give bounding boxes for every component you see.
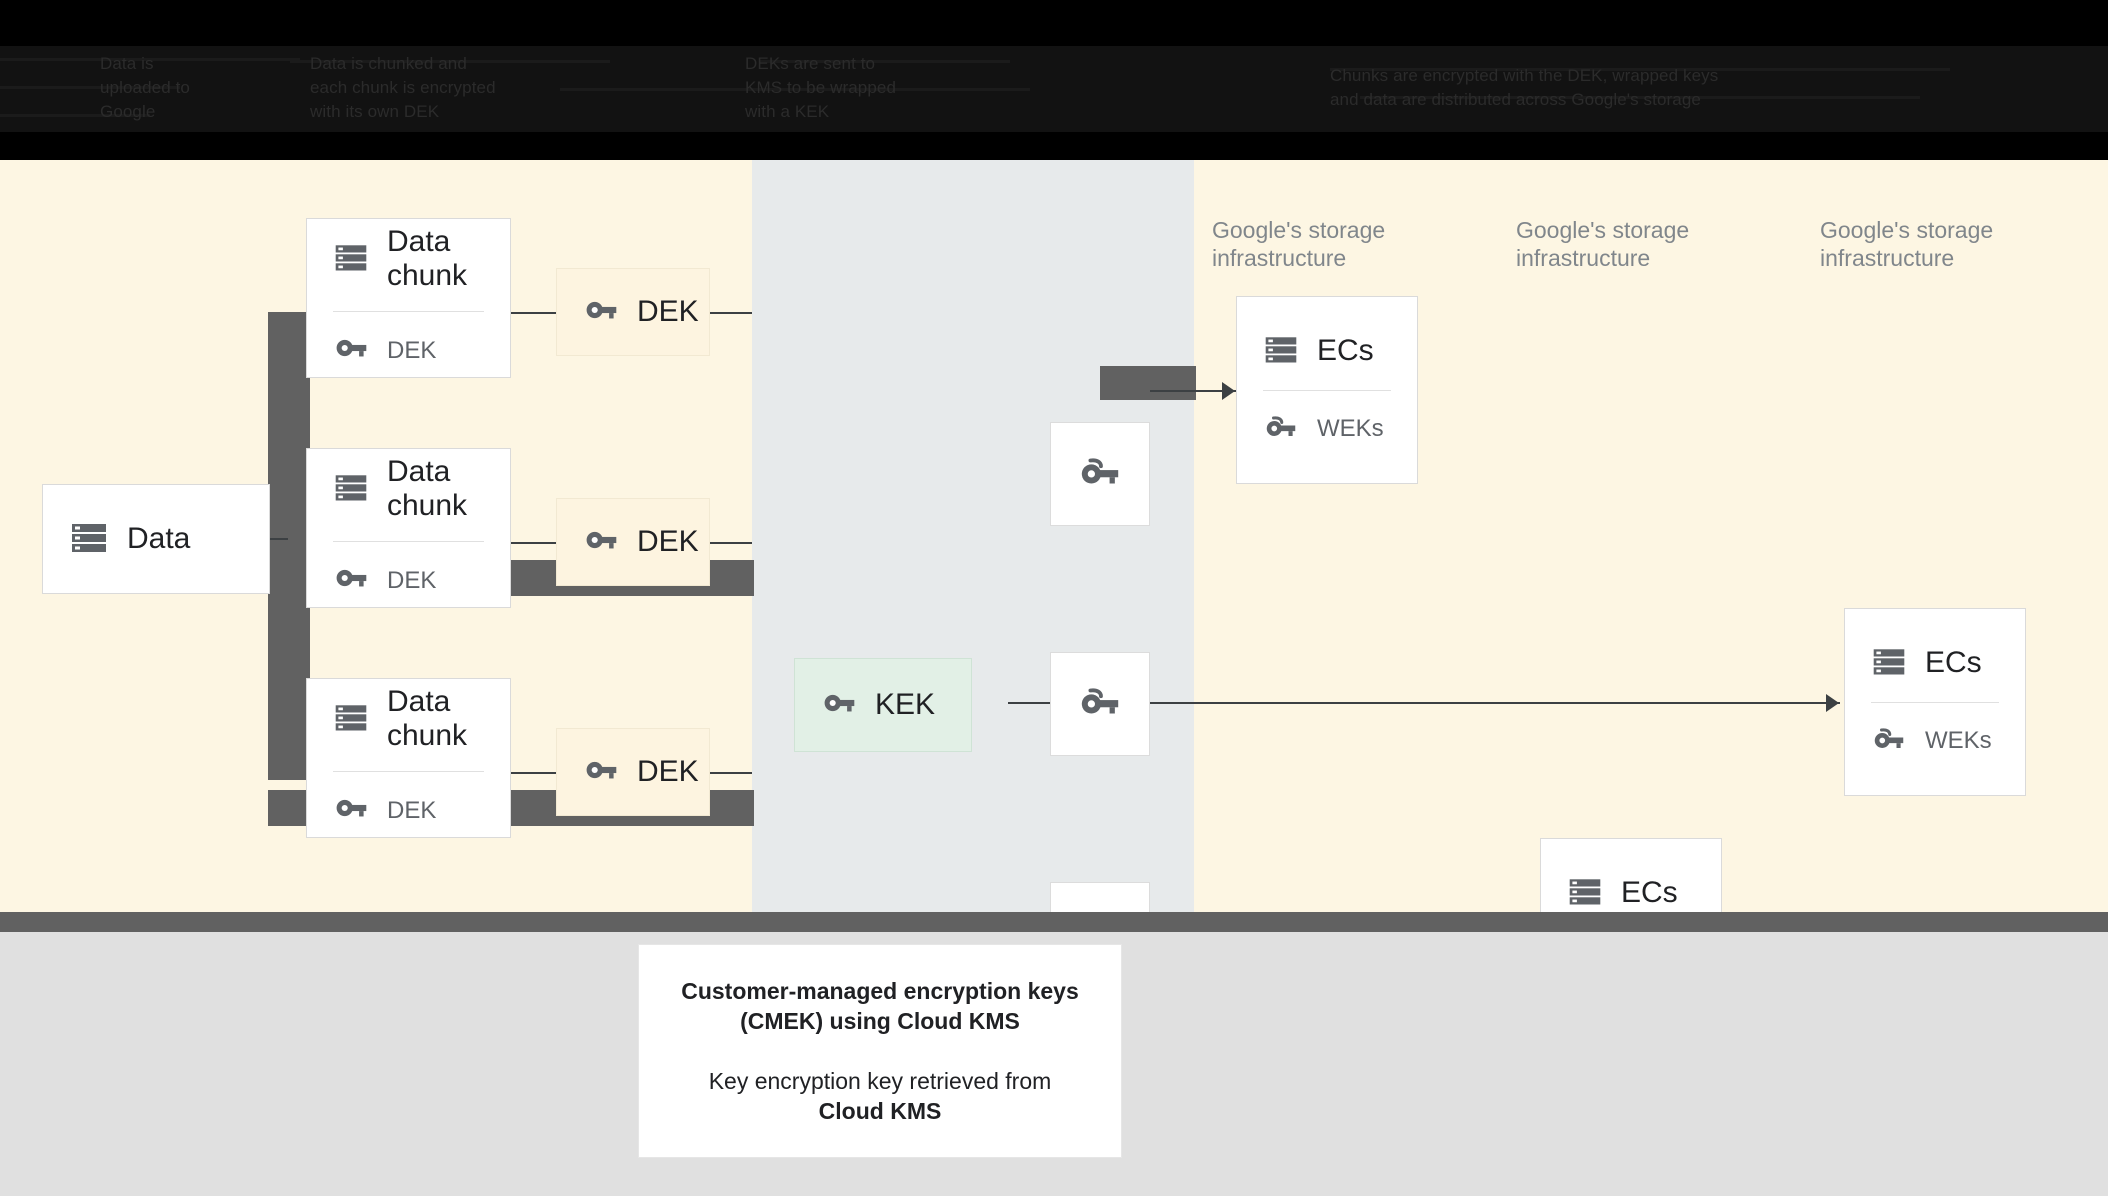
diagram-canvas: Data Data chunk (0, 160, 2108, 1026)
database-icon (333, 239, 369, 280)
chunk-2-header: Data chunk (307, 455, 510, 523)
card-ecs-1[interactable]: ECs WEKs (1236, 296, 1418, 484)
key-icon (333, 560, 369, 601)
legend-col-3: DEKs are sent to KMS to be wrapped with … (745, 54, 897, 121)
connector-chunk2-dek2 (511, 542, 556, 544)
box-kek-label: KEK (875, 688, 936, 721)
wrapped-key-icon (1871, 721, 1907, 762)
key-icon (583, 752, 619, 793)
ecs-1-key-label: WEKs (1317, 415, 1384, 442)
connector-to-ecs-1 (1150, 390, 1240, 392)
connector-kek-wrapped2 (1008, 702, 1050, 704)
box-dek-1-label: DEK (637, 295, 699, 328)
box-kek[interactable]: KEK (794, 658, 972, 752)
chunk-2-key-row: DEK (307, 560, 510, 601)
key-icon (821, 685, 857, 726)
caption-body-strong: Cloud KMS (818, 1098, 942, 1124)
caption-title: Customer-managed encryption keys (CMEK) … (681, 978, 1079, 1034)
card-wrapped-key-2[interactable] (1050, 652, 1150, 756)
chunk-2-key-label: DEK (387, 566, 437, 594)
box-dek-2[interactable]: DEK (556, 498, 710, 586)
card-data-title: Data (127, 522, 191, 555)
card-data-row: Data (43, 517, 269, 562)
chunk-2-divider (333, 541, 484, 542)
legend-col-2: Data is chunked and each chunk is encryp… (310, 54, 496, 121)
box-dek-3-label: DEK (637, 755, 699, 788)
chunk-1-key-label: DEK (387, 336, 437, 364)
infra-label-1: Google's storage infrastructure (1212, 217, 1386, 271)
chunk-3-key-label: DEK (387, 796, 437, 824)
chunk-3-divider (333, 771, 484, 772)
key-icon (333, 790, 369, 831)
wrapped-key-icon (1077, 449, 1123, 500)
legend-col-1: Data is uploaded to Google (100, 54, 190, 121)
bg-column-middle (752, 160, 1194, 912)
ecs-2-title: ECs (1925, 646, 1982, 679)
key-icon (583, 292, 619, 333)
connector-chunk1-dek1 (511, 312, 556, 314)
connector-dek3-right (710, 772, 752, 774)
caption-body-lead: Key encryption key retrieved from (708, 1068, 1052, 1094)
database-icon (333, 469, 369, 510)
caption-body: Key encryption key retrieved from Cloud … (709, 1066, 1052, 1126)
ecs-3-title: ECs (1621, 876, 1678, 909)
chunk-2-title: Data chunk (387, 455, 468, 522)
key-icon (583, 522, 619, 563)
wrapped-key-icon (1077, 679, 1123, 730)
chunk-1-key-row: DEK (307, 330, 510, 371)
ecs-1-title: ECs (1317, 334, 1374, 367)
card-data[interactable]: Data (42, 484, 270, 594)
ecs-2-key-row: WEKs (1845, 721, 2025, 762)
database-icon (69, 517, 109, 562)
card-ecs-2[interactable]: ECs WEKs (1844, 608, 2026, 796)
arrowhead-ecs-2 (1826, 694, 1839, 712)
ecs-3-header: ECs (1541, 873, 1721, 914)
box-dek-3[interactable]: DEK (556, 728, 710, 816)
arrowhead-ecs-1 (1222, 382, 1235, 400)
infra-label-2: Google's storage infrastructure (1516, 217, 1690, 271)
database-icon (333, 699, 369, 740)
caption-box: Customer-managed encryption keys (CMEK) … (638, 944, 1122, 1158)
ecs-2-header: ECs (1845, 643, 2025, 684)
connector-dek2-right (710, 542, 752, 544)
legend-col-4: Chunks are encrypted with the DEK, wrapp… (1330, 66, 1719, 109)
ecs-1-key-row: WEKs (1237, 409, 1417, 450)
infra-label-3: Google's storage infrastructure (1820, 217, 1994, 271)
chunk-1-header: Data chunk (307, 225, 510, 293)
connector-chunk3-dek3 (511, 772, 556, 774)
card-data-chunk-1[interactable]: Data chunk DEK (306, 218, 511, 378)
database-icon (1263, 331, 1299, 372)
database-icon (1567, 873, 1603, 914)
section-divider (0, 912, 2108, 932)
chunk-1-divider (333, 311, 484, 312)
chunk-3-key-row: DEK (307, 790, 510, 831)
wrapped-key-icon (1263, 409, 1299, 450)
key-icon (333, 330, 369, 371)
ecs-2-key-label: WEKs (1925, 727, 1992, 754)
ecs-1-header: ECs (1237, 331, 1417, 372)
card-wrapped-key-1[interactable] (1050, 422, 1150, 526)
occlusion-band-vertical (268, 312, 310, 780)
connector-to-ecs-2 (1150, 702, 1840, 704)
box-dek-2-label: DEK (637, 525, 699, 558)
box-dek-1[interactable]: DEK (556, 268, 710, 356)
ecs-2-divider (1871, 701, 1999, 703)
chunk-3-header: Data chunk (307, 685, 510, 753)
chunk-1-title: Data chunk (387, 225, 468, 292)
occlusion-band-4 (1100, 366, 1196, 400)
card-data-chunk-2[interactable]: Data chunk DEK (306, 448, 511, 608)
ecs-1-divider (1263, 389, 1391, 391)
chunk-3-title: Data chunk (387, 685, 468, 752)
legend-band: Data is uploaded to Google Data is chunk… (0, 0, 2108, 160)
database-icon (1871, 643, 1907, 684)
connector-dek1-right (710, 312, 752, 314)
card-data-chunk-3[interactable]: Data chunk DEK (306, 678, 511, 838)
bg-column-right (1194, 160, 2108, 912)
